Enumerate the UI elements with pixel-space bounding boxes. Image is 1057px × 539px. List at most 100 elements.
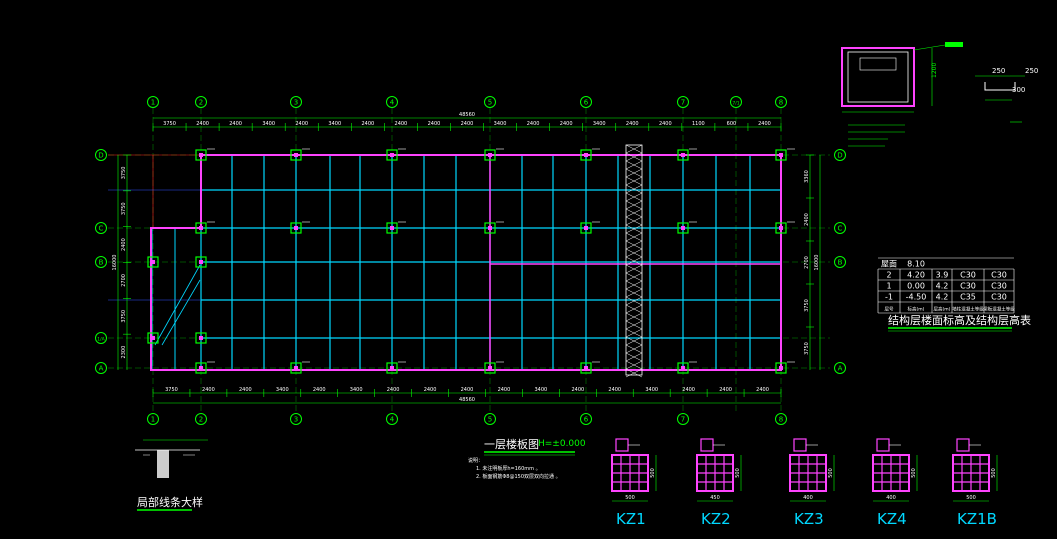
column-label: KZ1B [957,510,997,528]
bottom-dim-label: 3400 [645,387,658,393]
bottom-dim-label: 2400 [571,387,584,393]
top-dim-label: 1100 [692,121,705,127]
top-dim-label: 3400 [328,121,341,127]
axis-bubble-top-7/1: 7/1 [732,101,739,107]
table-cell: 2 [886,271,891,280]
bottom-dim-label: 3400 [535,387,548,393]
small-detail: 250 250 300 [975,67,1038,123]
left-dim-label: 2400 [121,238,127,251]
top-dim-label: 2400 [659,121,672,127]
table-cell: -1 [885,293,893,302]
plan-note-1: 1. 未注明板厚h=160mm 。 [476,465,541,472]
left-dim-label: 2700 [121,274,127,287]
table-cell: C30 [991,282,1007,291]
column-label: KZ3 [794,510,824,528]
table-cell: -4.50 [906,293,927,302]
table-cell: 4.20 [907,271,925,280]
column-width-dim: 400 [886,495,896,501]
column-label: KZ2 [701,510,731,528]
small-dim-3: 300 [1012,86,1025,94]
top-dim-label: 2400 [527,121,540,127]
table-cell: C30 [991,271,1007,280]
bottom-dim-label: 2400 [387,387,400,393]
axis-bubble-left-C: C [99,225,104,233]
top-dim-label: 3400 [593,121,606,127]
top-overall-dim: 48560 [459,112,475,118]
axis-bubble-top-7: 7 [681,99,685,107]
column-width-dim: 450 [710,495,720,501]
left-overall-dim: 16000 [112,255,118,271]
column-label: KZ4 [877,510,907,528]
small-dim-2: 250 [1025,67,1038,75]
top-dim-label: 2400 [428,121,441,127]
left-dim-label: 3750 [121,310,127,323]
top-dim-label: 2400 [461,121,474,127]
column-height-dim: 500 [828,468,834,478]
bottom-dim-label: 2400 [682,387,695,393]
bottom-dim-label: 2400 [461,387,474,393]
axis-bubble-left-1/A: 1/A [97,337,105,343]
axis-bubble-left-B: B [99,259,104,267]
column-markers [147,148,795,374]
table-cell: 0.00 [907,282,925,291]
table-cell: 梁板混凝土等级 [983,306,1015,313]
top-dim-label: 2400 [295,121,308,127]
axis-lines [108,108,830,412]
table-cell: 标高(m) [908,306,925,313]
axis-bubble-top-5: 5 [488,99,492,107]
table-cell: C30 [960,271,976,280]
left-dim-label: 3750 [121,202,127,215]
top-dim-label: 3400 [494,121,507,127]
top-dim-label: 2400 [361,121,374,127]
plan-notes-label: 说明： [468,457,483,464]
bottom-dim-label: 2400 [424,387,437,393]
axis-bubble-bottom-3: 3 [294,416,298,424]
bottom-dim-label: 2400 [239,387,252,393]
slab-beam-grid [108,154,782,371]
axis-bubble-top-3: 3 [294,99,298,107]
axis-bubble-right-A: A [838,365,843,373]
top-dim-label: 2400 [758,121,771,127]
top-dim-label: 2400 [626,121,639,127]
axis-bubble-bottom-7: 7 [681,416,685,424]
table-cell: 8.10 [907,260,925,269]
bottom-dim-label: 2400 [498,387,511,393]
stair-hatch-strip [625,144,643,378]
bottom-dim-label: 2400 [202,387,215,393]
dimension-lines: 3750 2400 2400 3400 2400 3400 2400 2400 2400 2400… [112,112,821,404]
table-cell: 3.9 [936,271,949,280]
plan-title-block: 一层楼板图 H=±0.000 说明： 1. 未注明板厚h=160mm 。 2. … [468,437,586,480]
table-cell: 4.2 [936,282,949,291]
left-dim-label: 3750 [121,167,127,180]
stair-lines [154,264,201,346]
table-cell: 层号 [885,307,894,313]
bottom-dim-label: 2400 [719,387,732,393]
right-dim-label: 3750 [804,342,810,355]
axis-bubble-bottom-1: 1 [151,416,155,424]
axis-bubble-top-6: 6 [584,99,589,107]
table-cell: C35 [960,293,976,302]
table-cell: 1 [886,282,891,291]
section-detail-top: 1200 [841,42,963,147]
top-dim-label: 600 [727,121,737,127]
axis-bubble-top-2: 2 [199,99,203,107]
table-cell: 墙柱混凝土等级 [952,306,984,313]
axis-bubble-top-8: 8 [779,99,783,107]
table-cell: 层高(m) [934,306,951,313]
bottom-dim-label: 2400 [313,387,326,393]
axis-bubble-bottom-6: 6 [584,416,589,424]
plan-note-2: 2. 板面钢筋Φ8@150双层双向拉通 。 [476,473,561,480]
top-dim-label: 2400 [560,121,573,127]
axis-bubble-top-1: 1 [151,99,155,107]
axis-bubble-left-D: D [98,152,103,160]
small-dim-1: 250 [992,67,1005,75]
table-cell: 屋面 [881,260,897,269]
line-detail-caption: 局部线条大样 [137,495,203,509]
column-width-dim: 500 [625,495,635,501]
plan-title: 一层楼板图 [484,437,539,451]
